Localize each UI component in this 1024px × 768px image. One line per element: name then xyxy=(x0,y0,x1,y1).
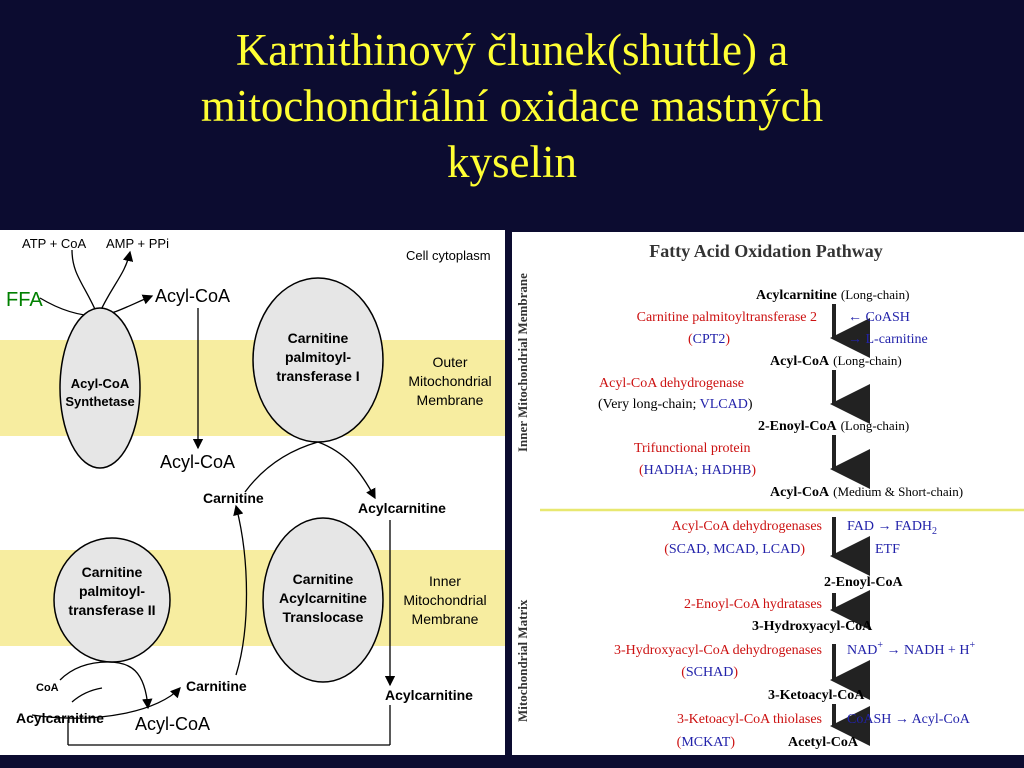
cpt1-to-acylcarnitine-arrow xyxy=(317,441,376,500)
cpt1-enzyme xyxy=(252,277,384,443)
acylcarnitine-mid-label: Acylcarnitine xyxy=(358,500,446,516)
abbr-cpt2: (CPT2) xyxy=(688,332,730,347)
amp-arrow xyxy=(97,250,134,317)
coa-label: CoA xyxy=(36,682,59,694)
row-enoyl-coa-long: 2-Enoyl-CoA(Long-chain) xyxy=(758,418,909,434)
synthetase-line1: Acyl-CoA xyxy=(71,376,130,391)
outer-membrane-line2: Mitochondrial xyxy=(408,373,491,389)
acyl-coa-bottom-label: Acyl-CoA xyxy=(135,714,210,734)
pathway-title: Fatty Acid Oxidation Pathway xyxy=(649,241,883,261)
coa-in-arrow xyxy=(71,687,103,703)
acyl-coa-synthetase-enzyme xyxy=(59,307,141,469)
carnitine-out-arrow xyxy=(31,687,181,719)
row-acetyl-coa: Acetyl-CoA xyxy=(788,735,859,750)
abbr-scad: (SCAD, MCAD, LCAD) xyxy=(664,542,805,557)
cell-cytoplasm-label: Cell cytoplasm xyxy=(406,248,491,263)
title-line-1: Karnithinový člunek(shuttle) a xyxy=(235,25,789,75)
carnitine-bottom-label: Carnitine xyxy=(186,678,247,694)
abbr-hadha: (HADHA; HADHB) xyxy=(639,463,756,478)
inner-membrane-line1: Inner xyxy=(429,573,461,589)
enzyme-trifunctional-protein: Trifunctional protein xyxy=(634,441,751,456)
enzyme-acyl-coa-dehydrogenase: Acyl-CoA dehydrogenase xyxy=(599,376,744,391)
title-line-3: kyselin xyxy=(447,137,577,187)
ffa-label: FFA xyxy=(6,289,43,311)
slide-title: Karnithinový člunek(shuttle) a mitochond… xyxy=(0,22,1024,190)
row-acylcarnitine: Acylcarnitine(Long-chain) xyxy=(756,287,909,303)
carnitine-to-cpt1-arrow xyxy=(244,441,319,493)
row-acyl-coa-long: Acyl-CoA(Long-chain) xyxy=(770,353,902,369)
translocase-line1: Carnitine xyxy=(293,571,354,587)
acylcarnitine-bottom-right-label: Acylcarnitine xyxy=(385,687,473,703)
translocase-line2: Acylcarnitine xyxy=(279,590,367,606)
cofactor-etf: ETF xyxy=(875,542,900,557)
row-acyl-coa-medium-short: Acyl-CoA(Medium & Short-chain) xyxy=(770,484,963,500)
abbr-schad: (SCHAD) xyxy=(681,665,738,680)
fatty-acid-oxidation-diagram: Fatty Acid Oxidation Pathway Inner Mitoc… xyxy=(512,232,1024,755)
translocase-line3: Translocase xyxy=(283,609,364,625)
cofactor-coash: ← CoASH xyxy=(848,310,910,325)
synthetase-line2: Synthetase xyxy=(65,394,134,409)
cofactor-fad: FAD → FADH2 xyxy=(847,519,937,537)
enzyme-hydroxyacyl-coa-dehydrogenases: 3-Hydroxyacyl-CoA dehydrogenases xyxy=(614,643,822,658)
oxidation-pathway-svg: Fatty Acid Oxidation Pathway Inner Mitoc… xyxy=(515,241,1024,750)
acyl-coa-mid-label: Acyl-CoA xyxy=(160,452,235,472)
cofactor-l-carnitine: → L-carnitine xyxy=(848,332,928,347)
cpt2-line2: palmitoyl- xyxy=(79,583,145,599)
outer-membrane-line3: Membrane xyxy=(417,392,484,408)
translocase-enzyme xyxy=(262,517,384,683)
outer-membrane-line1: Outer xyxy=(432,354,467,370)
enzyme-ketoacyl-coa-thiolases: 3-Ketoacyl-CoA thiolases xyxy=(677,712,822,727)
inner-membrane-line2: Mitochondrial xyxy=(403,592,486,608)
amp-ppi-label: AMP + PPi xyxy=(106,236,169,251)
cofactor-nad: NAD+ → NADH + H+ xyxy=(847,640,975,658)
cpt2-line3: transferase II xyxy=(68,602,155,618)
cpt2-enzyme xyxy=(53,537,171,663)
carnitine-shuttle-svg: ATP + CoA AMP + PPi Cell cytoplasm FFA A… xyxy=(0,236,505,746)
carnitine-mid-label: Carnitine xyxy=(203,490,264,506)
row-hydroxyacyl-coa: 3-Hydroxyacyl-CoA xyxy=(752,619,873,634)
abbr-mckat: (MCKAT) xyxy=(677,735,736,750)
inner-membrane-line3: Membrane xyxy=(412,611,479,627)
enzyme-enoyl-coa-hydratases: 2-Enoyl-CoA hydratases xyxy=(684,597,822,612)
enzyme-cpt2: Carnitine palmitoyltransferase 2 xyxy=(637,310,817,325)
cpt1-line1: Carnitine xyxy=(288,330,349,346)
carnitine-shuttle-diagram: ATP + CoA AMP + PPi Cell cytoplasm FFA A… xyxy=(0,230,505,755)
row-ketoacyl-coa: 3-Ketoacyl-CoA xyxy=(768,688,865,703)
acyl-coa-top-label: Acyl-CoA xyxy=(155,286,230,306)
cofactor-coash-acyl-coa: CoASH → Acyl-CoA xyxy=(847,712,971,727)
enzyme-acyl-coa-dehydrogenases: Acyl-CoA dehydrogenases xyxy=(672,519,822,534)
abbr-vlcad: (Very long-chain; VLCAD) xyxy=(598,397,753,412)
side-label-inner-membrane: Inner Mitochondrial Membrane xyxy=(515,273,530,452)
atp-coa-label: ATP + CoA xyxy=(22,236,87,251)
side-label-matrix: Mitochondrial Matrix xyxy=(515,599,530,722)
acylcarnitine-bottom-left-label: Acylcarnitine xyxy=(16,710,104,726)
title-line-2: mitochondriální oxidace mastných xyxy=(200,81,824,131)
cpt2-line1: Carnitine xyxy=(82,564,143,580)
row-enoyl-coa: 2-Enoyl-CoA xyxy=(824,575,903,590)
atp-arrow xyxy=(71,249,99,317)
cpt1-line2: palmitoyl- xyxy=(285,349,351,365)
cpt1-line3: transferase I xyxy=(276,368,359,384)
carnitine-up-arrow xyxy=(233,504,248,676)
